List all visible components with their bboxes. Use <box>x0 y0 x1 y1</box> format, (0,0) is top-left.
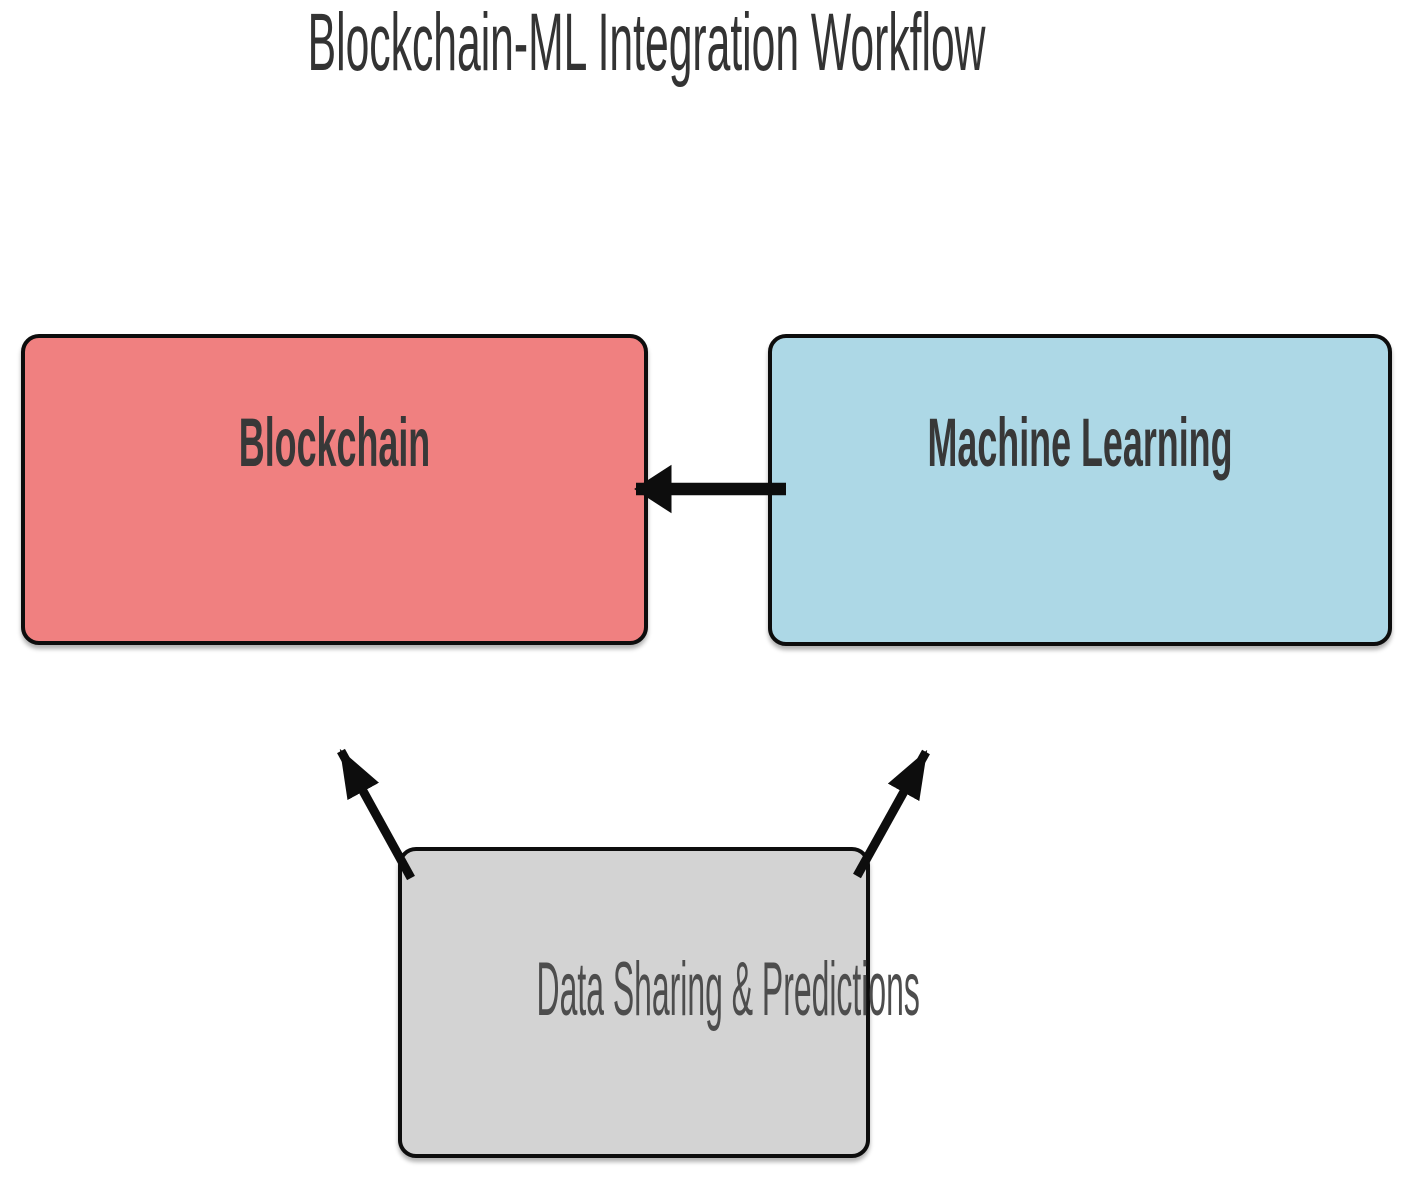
node-blockchain-label: Blockchain <box>238 404 431 481</box>
node-machine-learning-label: Machine Learning <box>927 404 1233 481</box>
node-data-sharing-label: Data Sharing & Predictions <box>536 947 920 1032</box>
node-blockchain: Blockchain <box>21 334 648 645</box>
node-machine-learning: Machine Learning <box>768 334 1392 646</box>
node-data-sharing: Data Sharing & Predictions <box>398 847 920 1158</box>
diagram-title: Blockchain-ML Integration Workflow <box>307 0 986 88</box>
